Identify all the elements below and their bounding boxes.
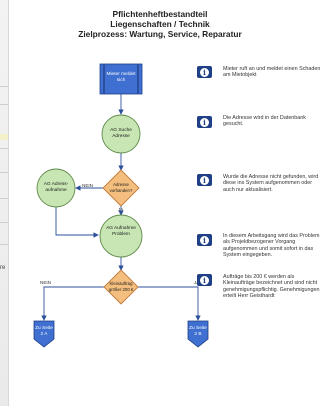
header-line-2: Liegenschaften / Technik (110, 19, 210, 29)
ag-suche-label: AG Suche Adresse (110, 128, 132, 139)
connector-klein-ja (138, 286, 201, 321)
decision-kleinauftrag-node (103, 269, 139, 305)
connector-adressaufnahme-to-problem (55, 207, 99, 238)
end-right-label: Zu Seite 2 B (189, 326, 207, 337)
decision-adresse-node (102, 169, 140, 207)
end-right-node (187, 320, 209, 348)
note-1: Mieter ruft an und meldet einen Schaden … (223, 66, 321, 79)
ag-adressaufnahme-label: AG Adress-aufnahme (43, 182, 69, 193)
start-node (99, 63, 143, 95)
ag-suche-node (101, 114, 141, 154)
connectors (41, 94, 201, 321)
note-2: Die Adresse wird in der Datenbank gesuch… (223, 115, 306, 128)
info-icon: i (197, 174, 212, 186)
end-left-label: Zu Seite 2 A (35, 326, 53, 337)
flow-label-nein-klein: NEIN (40, 280, 51, 285)
info-icon: i (197, 116, 212, 128)
ag-problem-label: AG Aufnahme Problem (106, 226, 136, 237)
info-icon: i (197, 274, 212, 286)
connector-klein-nein (41, 286, 104, 321)
note-3: Wurde die Adresse nicht gefunden, wird d… (223, 174, 319, 193)
decision-adresse-label: Adresse vorhanden? (109, 182, 133, 193)
ag-adressaufnahme-node (36, 168, 76, 208)
flow-label-ja-klein: JA (194, 280, 199, 285)
flow-label-nein-adresse: NEIN (82, 183, 93, 188)
note-5: Aufträge bis 200 € werden als Kleinauftr… (223, 274, 320, 299)
flow-label-ja-adresse: JA (118, 207, 124, 212)
ag-problem-node (99, 214, 143, 258)
left-text-fragment: re (0, 265, 6, 271)
note-4: In diesem Arbeitsgang wird das Problem a… (223, 233, 320, 258)
info-icon: i (197, 234, 212, 246)
header-line-3: Zielprozess: Wartung, Service, Reparatur (78, 29, 242, 39)
left-edge-strip (0, 0, 9, 406)
start-node-label: Mieter meldet sich (106, 72, 136, 83)
info-icon: i (197, 66, 212, 78)
decision-kleinauftrag-label: Kleinauftrag größer 200 € (108, 281, 134, 292)
end-left-node (33, 320, 55, 348)
diagram-header: Pflichtenheftbestandteil Liegenschaften … (40, 9, 280, 39)
header-line-1: Pflichtenheftbestandteil (112, 9, 208, 19)
